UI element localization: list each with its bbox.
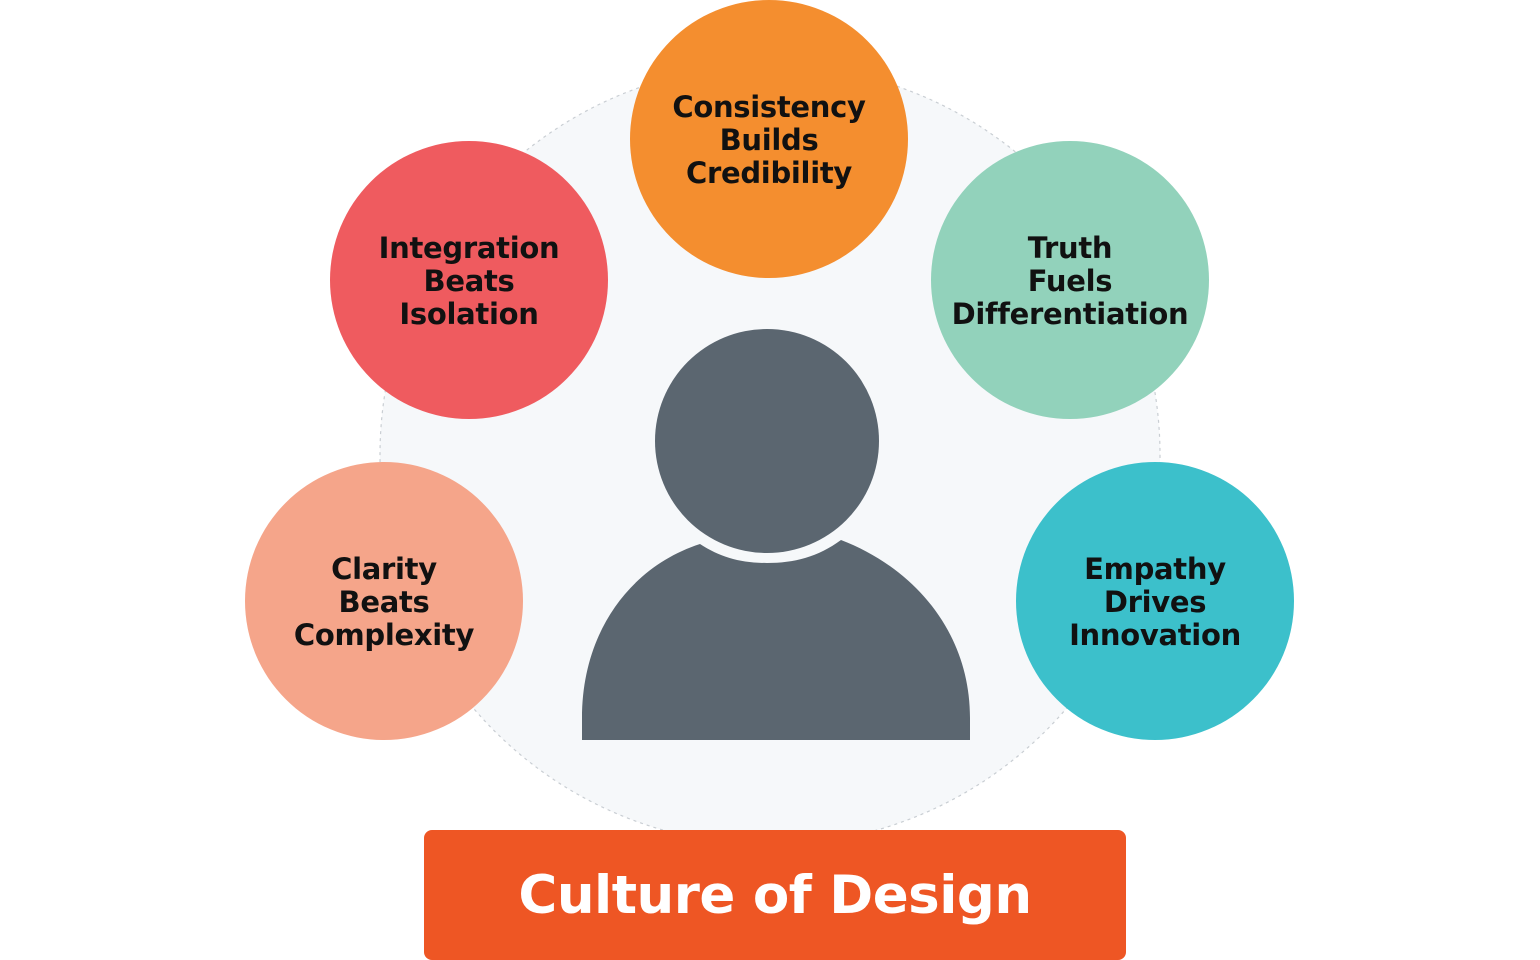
principle-line: Beats [423,263,515,298]
person-head [655,329,879,553]
principle-line: Beats [338,584,430,619]
person-body [582,540,970,740]
person-icon [582,329,970,740]
principle-empathy-drives-innovation: Empathy Drives Innovation [1016,462,1294,740]
principle-clarity-beats-complexity: Clarity Beats Complexity [245,462,523,740]
title-banner: Culture of Design [424,830,1126,960]
principle-line: Credibility [686,155,852,190]
principle-line: Empathy [1084,551,1226,586]
principle-consistency-builds-credibility: Consistency Builds Credibility [630,0,908,278]
principle-line: Consistency [672,89,866,124]
principle-line: Complexity [293,617,475,652]
principle-line: Innovation [1069,617,1241,652]
principle-line: Drives [1103,584,1207,619]
principle-truth-fuels-differentiation: Truth Fuels Differentiation [931,141,1209,419]
principle-line: Integration [378,230,560,265]
principle-line: Builds [719,122,819,157]
banner-title: Culture of Design [518,864,1032,926]
principle-line: Clarity [331,551,437,586]
principle-line: Fuels [1027,263,1113,298]
principle-integration-beats-isolation: Integration Beats Isolation [330,141,608,419]
principle-line: Truth [1027,230,1113,265]
principle-line: Isolation [399,296,539,331]
principle-line: Differentiation [951,296,1189,331]
